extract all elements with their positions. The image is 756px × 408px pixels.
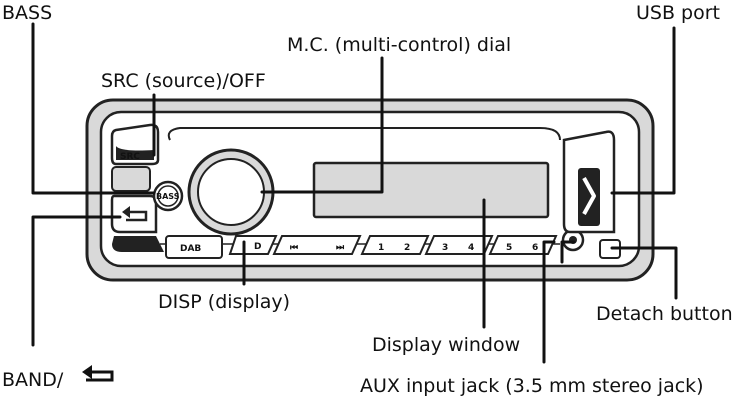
- leader-detach: [610, 246, 678, 300]
- callout-mc-dial: M.C. (multi-control) dial: [287, 34, 511, 56]
- callout-bass: BASS: [2, 2, 52, 24]
- leader-bass: [31, 22, 156, 195]
- preset-3-label: 3: [442, 243, 448, 253]
- prev-key-label: ⏮: [290, 243, 298, 253]
- preset-2-label: 2: [404, 243, 410, 253]
- preset-5-label: 5: [506, 243, 512, 253]
- display-window: [312, 161, 550, 219]
- back-arrow-icon: [82, 365, 114, 382]
- callout-detach-button: Detach button: [596, 303, 733, 325]
- head-unit: SRC DAB BASS: [85, 98, 655, 282]
- callout-band: BAND/: [2, 369, 64, 391]
- preset-1-label: 1: [378, 243, 384, 253]
- preset-keys-5-6[interactable]: 5 6: [488, 235, 558, 255]
- leader-usb: [610, 26, 676, 195]
- bass-key-label: BASS: [156, 192, 180, 201]
- callout-disp: DISP (display): [158, 291, 290, 313]
- leader-band: [31, 215, 122, 347]
- disp-key-label: D: [254, 242, 261, 252]
- faceplate-inner-edge: [167, 127, 561, 141]
- src-key-label: SRC: [120, 152, 140, 162]
- dab-key[interactable]: DAB: [165, 235, 223, 259]
- src-key[interactable]: SRC: [110, 123, 160, 166]
- leader-lines: [31, 22, 678, 364]
- disp-key[interactable]: D: [228, 235, 278, 255]
- prev-next-keys[interactable]: ⏮ ⏭: [272, 235, 362, 255]
- side-strip: [111, 166, 151, 192]
- preset-keys-3-4[interactable]: 3 4: [424, 235, 494, 255]
- bass-key[interactable]: BASS: [152, 180, 184, 212]
- lower-left-trim: [112, 236, 164, 252]
- band-back-key[interactable]: [110, 194, 158, 234]
- next-key-label: ⏭: [336, 243, 345, 253]
- leader-aux-1: [542, 240, 556, 364]
- callout-usb-port: USB port: [636, 2, 720, 24]
- return-arrow-icon: [122, 206, 148, 222]
- usb-chevron-icon[interactable]: [578, 168, 600, 226]
- preset-keys-1-2[interactable]: 1 2: [360, 235, 430, 255]
- mc-dial[interactable]: [187, 148, 275, 236]
- preset-6-label: 6: [532, 243, 538, 253]
- dab-key-label: DAB: [180, 244, 201, 254]
- leader-mc-dial: [260, 56, 384, 194]
- callout-src: SRC (source)/OFF: [101, 70, 266, 92]
- callout-aux: AUX input jack (3.5 mm stereo jack): [360, 375, 704, 397]
- leader-aux-2: [560, 240, 576, 264]
- callout-display-window: Display window: [372, 334, 520, 356]
- preset-4-label: 4: [468, 243, 474, 253]
